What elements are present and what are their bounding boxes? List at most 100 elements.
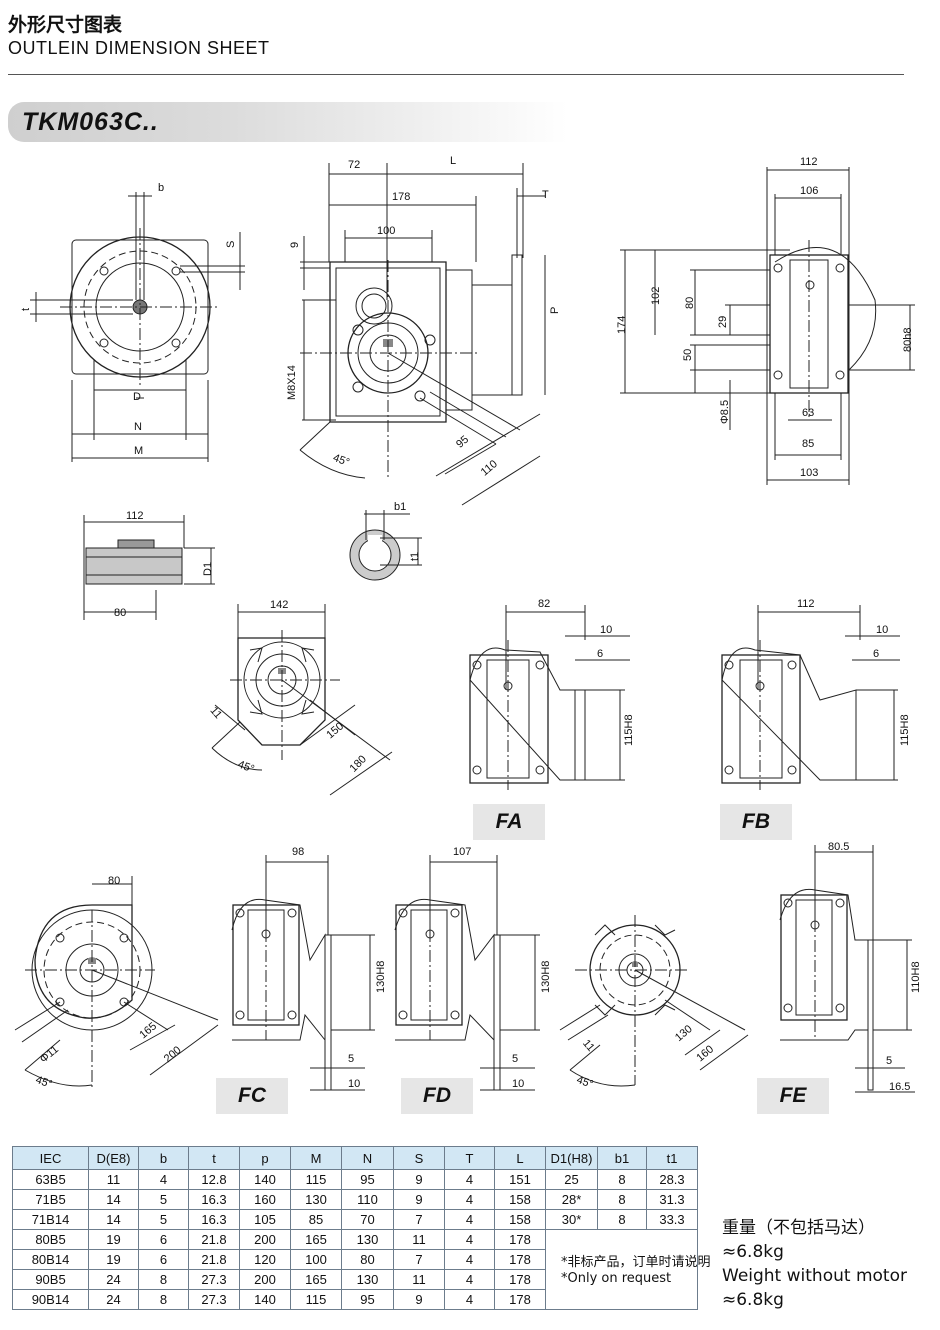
table-cell: 140 <box>239 1289 291 1310</box>
table-cell: 130 <box>341 1229 394 1250</box>
dim-key-b1: b1 <box>394 501 406 513</box>
dim-100: 100 <box>377 225 395 237</box>
dim-63: 63 <box>802 407 814 419</box>
table-cell: 4 <box>444 1189 495 1210</box>
table-cell: 24 <box>88 1269 139 1290</box>
dim-112-side: 112 <box>800 156 818 168</box>
table-cell: 21.8 <box>188 1229 240 1250</box>
dim-fa-115h8: 115H8 <box>623 714 635 746</box>
dim-fc-45: 45° <box>34 1074 54 1091</box>
table-cell: 5 <box>138 1189 189 1210</box>
table-header-cell: T <box>444 1146 495 1170</box>
dim-fe-130: 130 <box>673 1023 695 1044</box>
hollow-shaft-view <box>83 515 215 620</box>
table-cell: 11 <box>393 1229 445 1250</box>
fc-fd-flange-view <box>14 876 219 1090</box>
dim-102: 102 <box>650 287 662 305</box>
table-cell: 14 <box>88 1189 139 1210</box>
table-cell: 9 <box>393 1169 445 1190</box>
dim-fa-45: 45° <box>236 759 256 776</box>
table-cell: 7 <box>393 1249 445 1270</box>
dim-9: 9 <box>289 242 301 248</box>
flange-label-fd: FD <box>401 1078 473 1114</box>
table-cell: 115 <box>290 1289 342 1310</box>
table-header-cell: D(E8) <box>88 1146 139 1170</box>
table-cell: 4 <box>138 1169 189 1190</box>
dim-fb-112: 112 <box>797 598 815 610</box>
table-header-cell: IEC <box>12 1146 89 1170</box>
table-cell: 19 <box>88 1229 139 1250</box>
weight-value-en: ≈6.8kg <box>722 1290 784 1310</box>
table-cell: 4 <box>444 1269 495 1290</box>
table-cell: 63B5 <box>12 1169 89 1190</box>
table-cell: 9 <box>393 1189 445 1210</box>
table-cell: 31.3 <box>646 1189 698 1210</box>
table-cell: 178 <box>494 1269 546 1290</box>
dim-178: 178 <box>392 191 410 203</box>
table-cell: 158 <box>494 1209 546 1230</box>
dim-fc-80: 80 <box>108 875 120 887</box>
dim-29: 29 <box>717 316 729 328</box>
flange-label-fe: FE <box>757 1078 829 1114</box>
table-cell: 8 <box>138 1269 189 1290</box>
dim-fd-5: 5 <box>512 1053 518 1065</box>
dim-n: N <box>134 421 142 433</box>
fd-side-view <box>394 855 540 1091</box>
table-header-cell: D1(H8) <box>545 1146 598 1170</box>
dim-80h8: 80h8 <box>902 328 914 352</box>
dim-d: D <box>133 391 141 403</box>
table-cell: 165 <box>290 1229 342 1250</box>
dimension-table: IEC D(E8) b t p M N S T L D1(H8) b1 t1 6… <box>12 1146 698 1310</box>
table-cell: 130 <box>341 1269 394 1290</box>
table-cell: 7 <box>393 1209 445 1230</box>
dim-shaft-112: 112 <box>126 510 144 522</box>
table-cell: 6 <box>138 1229 189 1250</box>
table-header-cell: b <box>138 1146 189 1170</box>
table-cell: 100 <box>290 1249 342 1270</box>
table-cell: 165 <box>290 1269 342 1290</box>
keyway-section-view <box>349 510 422 581</box>
dim-key-t1: t1 <box>409 552 421 561</box>
dim-85: 85 <box>802 438 814 450</box>
dim-fc-5: 5 <box>348 1053 354 1065</box>
table-cell: 21.8 <box>188 1249 240 1270</box>
model-banner <box>8 102 568 142</box>
dim-fe-805: 80.5 <box>828 841 849 853</box>
table-cell: 151 <box>494 1169 546 1190</box>
page-title-en: OUTLEIN DIMENSION SHEET <box>8 38 270 58</box>
dim-shaft-80: 80 <box>114 607 126 619</box>
dim-fc-130h8: 130H8 <box>375 961 387 993</box>
dim-fe-11: 11 <box>580 1037 597 1053</box>
table-cell: 24 <box>88 1289 139 1310</box>
table-cell: 4 <box>444 1169 495 1190</box>
table-cell: 115 <box>290 1169 342 1190</box>
weight-info: 重量（不包括马达） ≈6.8kg Weight without motor ≈6… <box>722 1216 907 1312</box>
dim-103: 103 <box>800 467 818 479</box>
table-cell: 71B14 <box>12 1209 89 1230</box>
table-cell: 30* <box>545 1209 598 1230</box>
dim-72: 72 <box>348 159 360 171</box>
table-cell: 11 <box>88 1169 139 1190</box>
dim-m: M <box>134 445 143 457</box>
dim-b: b <box>158 182 164 194</box>
dim-fe-165: 16.5 <box>889 1081 910 1093</box>
table-cell: 105 <box>239 1209 291 1230</box>
note-en: *Only on request <box>561 1271 672 1286</box>
table-cell: 4 <box>444 1289 495 1310</box>
table-header-cell: t1 <box>646 1146 698 1170</box>
table-cell: 160 <box>239 1189 291 1210</box>
table-cell: 200 <box>239 1229 291 1250</box>
weight-label-cn: 重量（不包括马达） <box>722 1218 875 1238</box>
table-cell: 95 <box>341 1289 394 1310</box>
table-row: 80B5 19 6 21.8 200 165 130 11 4 178 <box>12 1229 698 1310</box>
dim-p: P <box>549 307 561 314</box>
flange-label-fc: FC <box>216 1078 288 1114</box>
dim-fe-45: 45° <box>575 1074 595 1091</box>
dim-fd-130h8: 130H8 <box>540 961 552 993</box>
dim-fa-11: 11 <box>207 705 224 721</box>
table-cell: 130 <box>290 1189 342 1210</box>
table-cell: 9 <box>393 1289 445 1310</box>
table-cell: 27.3 <box>188 1269 240 1290</box>
dim-fe-110h8: 110H8 <box>910 961 922 993</box>
table-header-cell: N <box>341 1146 394 1170</box>
